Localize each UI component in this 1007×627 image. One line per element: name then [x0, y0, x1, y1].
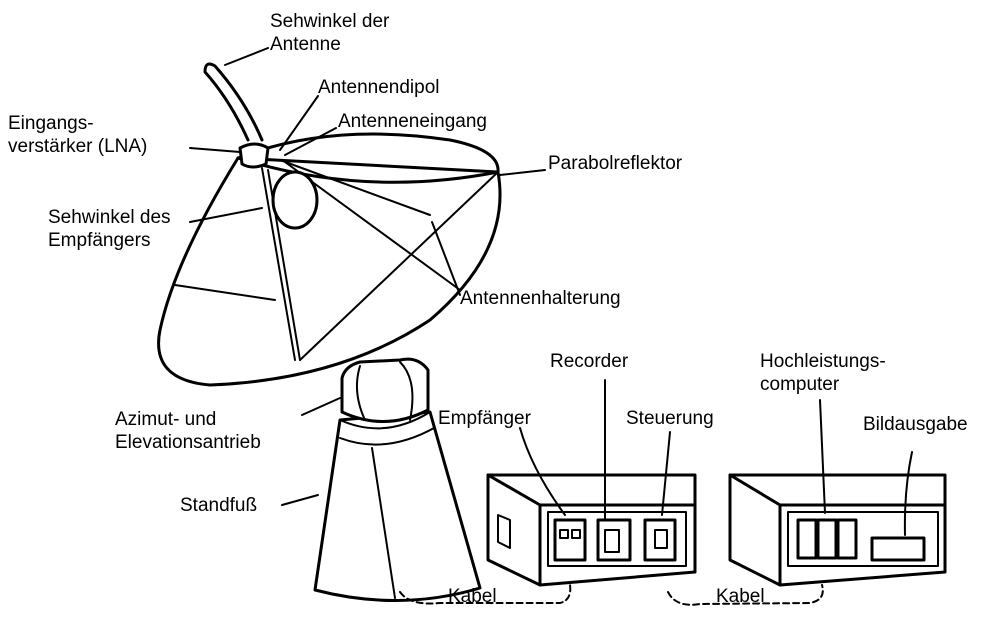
label-parabolreflektor: Parabolreflektor — [548, 153, 683, 174]
label-line: Elevationsantrieb — [115, 432, 261, 453]
label-line: Empfängers — [48, 230, 151, 251]
label-empfaenger: Empfänger — [438, 408, 531, 429]
label-antennendipol: Antennendipol — [318, 77, 440, 98]
pedestal — [313, 410, 482, 602]
parabolic-reflector — [157, 62, 502, 387]
label-bildausgabe: Bildausgabe — [863, 414, 968, 435]
label-sehwinkel-antenne: Sehwinkel der Antenne — [270, 10, 389, 56]
label-line: Eingangs- — [8, 113, 94, 134]
label-antennenhalterung: Antennenhalterung — [460, 288, 621, 309]
label-line: Sehwinkel der — [270, 11, 390, 32]
cable-1 — [399, 584, 572, 605]
label-line: Antenne — [270, 34, 341, 55]
label-azimut: Azimut- und Elevationsantrieb — [115, 408, 261, 454]
label-standfuss: Standfuß — [180, 495, 258, 516]
label-steuerung: Steuerung — [626, 408, 714, 429]
label-kabel-2: Kabel — [716, 586, 765, 607]
cable-2 — [667, 584, 824, 606]
label-recorder: Recorder — [550, 351, 629, 372]
label-line: verstärker (LNA) — [8, 136, 148, 157]
label-line: Azimut- und — [115, 409, 217, 430]
equipment-box-1 — [486, 473, 697, 587]
equipment-box-2 — [728, 473, 947, 587]
label-sehwinkel-empfaenger: Sehwinkel des Empfängers — [48, 206, 171, 252]
label-kabel-1: Kabel — [448, 586, 497, 607]
label-eingangsverstaerker: Eingangs- verstärker (LNA) — [8, 112, 147, 158]
label-line: Hochleistungs- — [760, 351, 886, 372]
label-antenneneingang: Antenneneingang — [338, 111, 487, 132]
label-hochleistungscomputer: Hochleistungs- computer — [760, 350, 886, 396]
label-line: computer — [760, 374, 840, 395]
leader-lines — [189, 47, 913, 536]
drive-unit — [340, 357, 430, 423]
label-line: Sehwinkel des — [48, 207, 171, 228]
